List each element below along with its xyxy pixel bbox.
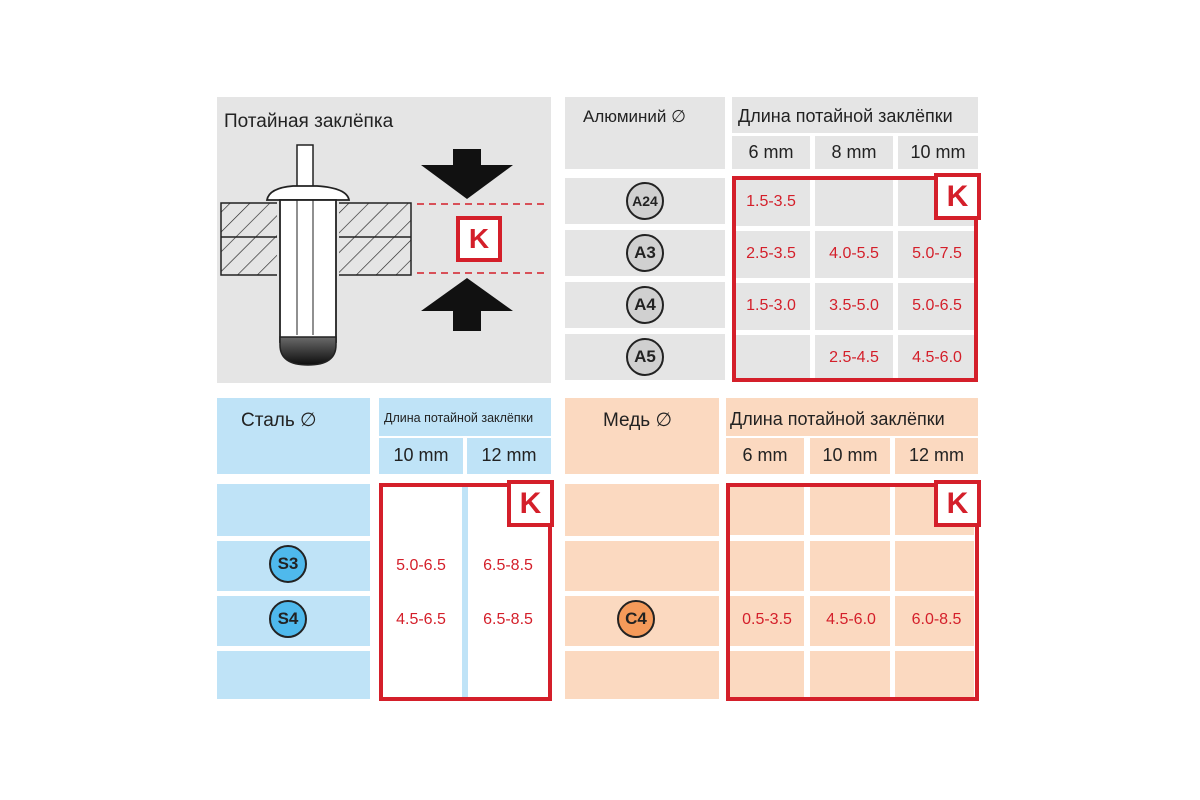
diagram-k-marker: K	[456, 216, 502, 262]
copper-size-cell-3	[895, 438, 978, 474]
copper-cell	[810, 596, 890, 646]
steel-value: 4.5-6.5	[396, 611, 446, 628]
aluminium-size-cell-3	[898, 136, 978, 169]
aluminium-cell	[898, 335, 974, 378]
steel-badge-s3: S3	[269, 545, 307, 583]
copper-length-header-cell	[726, 398, 978, 436]
aluminium-size-3: 10 mm	[910, 142, 966, 162]
copper-header-cell	[565, 398, 719, 474]
aluminium-value: 5.0-6.5	[912, 297, 962, 314]
copper-row-label-2	[565, 541, 719, 591]
aluminium-badge-a24: A24	[626, 182, 664, 220]
aluminium-value: 2.5-3.5	[746, 245, 796, 262]
aluminium-cell	[815, 231, 893, 278]
steel-size-cell-1	[379, 438, 463, 474]
copper-cell	[810, 651, 890, 697]
aluminium-size-cell-2	[815, 136, 893, 169]
copper-row-label-4	[565, 651, 719, 699]
aluminium-cell	[898, 231, 974, 278]
steel-size-1: 10 mm	[393, 445, 449, 465]
steel-header-label: Сталь ∅	[241, 410, 317, 431]
aluminium-cell	[815, 335, 893, 378]
steel-row-label-1	[217, 484, 370, 536]
aluminium-length-header: Длина потайной заклёпки	[738, 106, 953, 126]
copper-header-label: Медь ∅	[603, 410, 673, 431]
aluminium-value: 2.5-4.5	[829, 349, 879, 366]
copper-cell	[730, 651, 804, 697]
copper-cell	[810, 541, 890, 591]
aluminium-badge-a4: A4	[626, 286, 664, 324]
copper-cell	[730, 596, 804, 646]
aluminium-badge-a5: A5	[626, 338, 664, 376]
aluminium-cell	[736, 180, 810, 226]
steel-value: 6.5-8.5	[483, 557, 533, 574]
copper-k-marker: K	[934, 480, 981, 527]
steel-size-cell-2	[467, 438, 551, 474]
copper-cell	[895, 541, 974, 591]
copper-size-3: 12 mm	[908, 445, 964, 465]
copper-size-cell-2	[810, 438, 890, 474]
steel-column-divider	[462, 486, 468, 697]
countersunk-rivet-illustration	[220, 144, 547, 366]
aluminium-cell	[736, 335, 810, 378]
copper-value: 4.5-6.0	[826, 611, 876, 628]
aluminium-length-header-cell	[732, 97, 978, 133]
aluminium-k-marker: K	[934, 173, 981, 220]
aluminium-value: 5.0-7.5	[912, 245, 962, 262]
copper-cell	[730, 541, 804, 591]
aluminium-value: 3.5-5.0	[829, 297, 879, 314]
aluminium-size-cell-1	[732, 136, 810, 169]
aluminium-cell	[736, 283, 810, 330]
copper-length-header: Длина потайной заклёпки	[730, 409, 945, 429]
aluminium-value: 4.5-6.0	[912, 349, 962, 366]
aluminium-cell	[898, 283, 974, 330]
steel-length-header-cell	[379, 398, 551, 436]
aluminium-size-1: 6 mm	[748, 142, 794, 162]
copper-size-1: 6 mm	[742, 445, 788, 465]
copper-cell	[810, 487, 890, 535]
diagram-title: Потайная заклёпка	[224, 111, 394, 132]
aluminium-badge-a3: A3	[626, 234, 664, 272]
steel-value: 5.0-6.5	[396, 557, 446, 574]
steel-length-header: Длина потайной заклёпки	[384, 411, 534, 425]
copper-row-label-1	[565, 484, 719, 536]
copper-size-2: 10 mm	[822, 445, 878, 465]
aluminium-size-2: 8 mm	[831, 142, 877, 162]
copper-cell	[895, 596, 974, 646]
aluminium-value: 1.5-3.0	[746, 297, 796, 314]
copper-cell	[895, 651, 974, 697]
aluminium-cell	[736, 231, 810, 278]
aluminium-k-range-frame	[732, 176, 978, 382]
copper-value: 6.0-8.5	[911, 611, 962, 628]
steel-k-marker: K	[507, 480, 554, 527]
steel-size-2: 12 mm	[481, 445, 537, 465]
copper-size-cell-1	[726, 438, 804, 474]
steel-value: 6.5-8.5	[483, 611, 533, 628]
aluminium-header-cell	[565, 97, 725, 169]
steel-k-range-frame	[379, 483, 552, 701]
steel-badge-s4: S4	[269, 600, 307, 638]
copper-cell	[730, 487, 804, 535]
steel-row-label-4	[217, 651, 370, 699]
aluminium-value: 4.0-5.5	[829, 245, 879, 262]
copper-value: 0.5-3.5	[742, 611, 792, 628]
copper-badge-c4: C4	[617, 600, 655, 638]
steel-header-cell	[217, 398, 370, 474]
aluminium-cell	[815, 283, 893, 330]
aluminium-cell	[815, 180, 893, 226]
aluminium-header-label: Алюминий ∅	[583, 107, 686, 126]
copper-k-range-frame	[726, 483, 979, 701]
aluminium-value: 1.5-3.5	[746, 193, 796, 210]
